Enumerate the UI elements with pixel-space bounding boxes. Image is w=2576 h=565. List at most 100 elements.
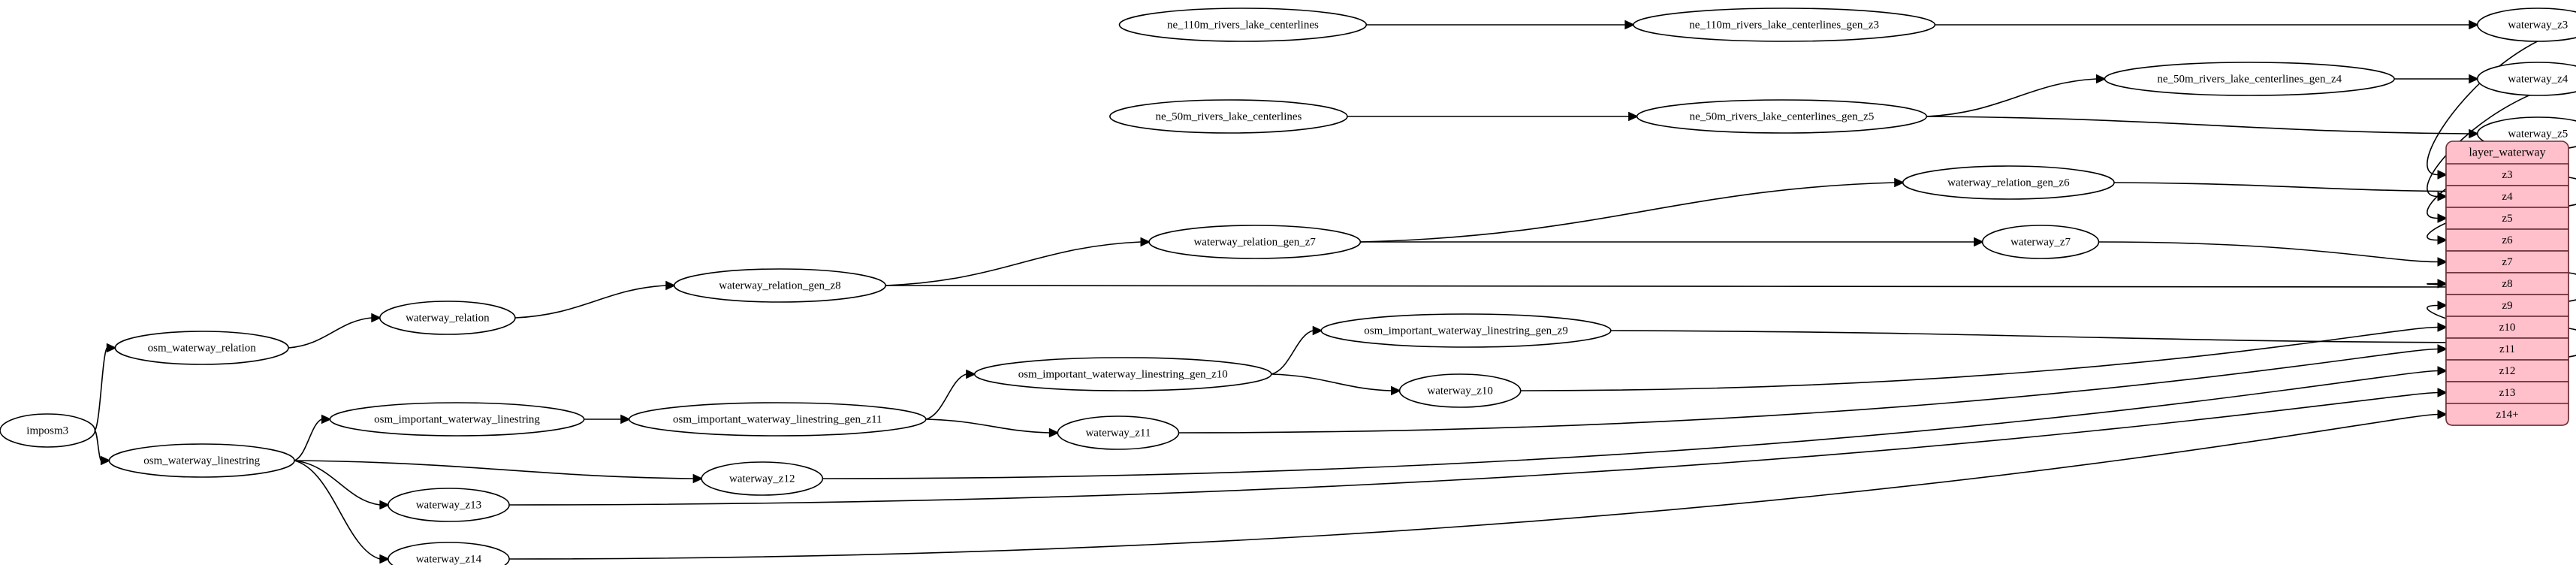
node-ne_50m_rivers_lake_centerlines_gen_z4[interactable]: ne_50m_rivers_lake_centerlines_gen_z4 [2104, 62, 2395, 96]
arrowhead-icon [2437, 301, 2448, 310]
node-label: osm_waterway_relation [148, 342, 257, 354]
node-shape [0, 413, 96, 448]
nodes-layer: imposm3 osm_waterway_relation osm_waterway… [0, 8, 2576, 565]
node-shape [673, 268, 886, 303]
arrowhead-icon [379, 500, 391, 510]
node-waterway_z10[interactable]: waterway_z10 [1398, 373, 1522, 408]
table-row-z13[interactable]: z13 [2445, 381, 2569, 404]
node-label: waterway_relation_gen_z8 [719, 279, 840, 292]
node-osm_waterway_relation[interactable]: osm_waterway_relation [114, 331, 289, 365]
table-row-z3[interactable]: z3 [2445, 163, 2569, 186]
edge-imposm3-to-osm_waterway_linestring [94, 430, 102, 461]
node-waterway_z12[interactable]: waterway_z12 [701, 461, 824, 496]
table-row-z5[interactable]: z5 [2445, 207, 2569, 230]
node-imposm3[interactable]: imposm3 [0, 413, 96, 448]
edge-ne_50m_rivers_lake_centerlines_gen_z5-to-ne_50m_rivers_lake_centerlines_gen_z4 [1926, 78, 2097, 117]
node-shape [114, 331, 289, 365]
arrowhead-icon [2095, 74, 2107, 84]
edge-osm_waterway_relation-to-waterway_relation [288, 317, 372, 349]
arrowhead-icon [2437, 235, 2448, 245]
node-shape [329, 402, 585, 437]
table-row-z6[interactable]: z6 [2445, 228, 2569, 252]
node-osm_important_waterway_linestring_gen_z11[interactable]: osm_important_waterway_linestring_gen_z1… [628, 402, 927, 437]
node-waterway_relation_gen_z7[interactable]: waterway_relation_gen_z7 [1148, 225, 1362, 259]
table-row-z12[interactable]: z12 [2445, 359, 2569, 382]
node-shape [973, 357, 1272, 391]
node-label: ne_50m_rivers_lake_centerlines_gen_z5 [1690, 110, 1875, 122]
table-row-label: z4 [2502, 191, 2513, 203]
edge-osm_waterway_linestring-to-waterway_z13 [294, 460, 380, 506]
table-row-z9[interactable]: z9 [2445, 294, 2569, 317]
arrowhead-icon [665, 280, 676, 291]
arrowhead-icon [1624, 20, 1636, 30]
table-row-z4[interactable]: z4 [2445, 185, 2569, 208]
node-ne_110m_rivers_lake_centerlines_gen_z3[interactable]: ne_110m_rivers_lake_centerlines_gen_z3 [1633, 8, 1936, 42]
arrowhead-icon [620, 414, 631, 425]
table-row-z10[interactable]: z10 [2445, 316, 2569, 339]
table-cell-bg [2445, 403, 2569, 426]
edge-waterway_z12-to-layer_waterway-z12 [822, 370, 2439, 479]
table-row-z11[interactable]: z11 [2445, 337, 2569, 361]
node-label: waterway_relation [406, 312, 490, 324]
arrowhead-icon [1628, 111, 1639, 122]
edge-osm_waterway_linestring-to-waterway_z12 [294, 460, 694, 479]
arrowhead-icon [371, 313, 382, 323]
node-waterway_z14[interactable]: waterway_z14 [388, 542, 510, 565]
node-label: ne_110m_rivers_lake_centerlines [1167, 19, 1319, 31]
arrowhead-icon [379, 554, 391, 564]
node-osm_important_waterway_linestring_gen_z9[interactable]: osm_important_waterway_linestring_gen_z9 [1320, 313, 1612, 348]
node-ne_50m_rivers_lake_centerlines_gen_z5[interactable]: ne_50m_rivers_lake_centerlines_gen_z5 [1636, 99, 1928, 134]
table-row-label: z14+ [2496, 409, 2518, 421]
node-label: waterway_z14 [416, 553, 482, 565]
arrowhead-icon [2469, 20, 2479, 30]
table-row-z8[interactable]: z8 [2445, 272, 2569, 295]
arrowhead-icon [2437, 213, 2448, 223]
edge-waterway_z14-to-layer_waterway-z14+ [509, 413, 2439, 560]
node-waterway_z11[interactable]: waterway_z11 [1057, 415, 1180, 450]
table-row-label: z7 [2502, 256, 2513, 268]
table-row-z14+[interactable]: z14+ [2445, 403, 2569, 426]
node-waterway_z4[interactable]: waterway_z4 [2476, 62, 2576, 96]
edge-waterway_relation_gen_z8-to-waterway_z8 [885, 285, 2469, 288]
node-shape [628, 402, 927, 437]
node-waterway_z13[interactable]: waterway_z13 [388, 488, 510, 522]
arrowhead-icon [2437, 366, 2448, 376]
node-label: waterway_relation_gen_z6 [1947, 177, 2070, 189]
node-label: waterway_z12 [729, 473, 795, 485]
node-shape [1320, 313, 1612, 348]
node-waterway_relation_gen_z8[interactable]: waterway_relation_gen_z8 [673, 268, 886, 303]
node-label: osm_important_waterway_linestring [374, 413, 540, 425]
node-shape [379, 301, 516, 335]
edge-waterway_z13-to-layer_waterway-z13 [509, 391, 2439, 506]
arrowhead-icon [106, 343, 117, 353]
node-label: ne_50m_rivers_lake_centerlines_gen_z4 [2157, 73, 2342, 85]
table-cell-bg [2445, 272, 2569, 295]
node-label: waterway_z3 [2508, 19, 2568, 31]
arrowhead-icon [692, 473, 704, 484]
table-row-label: z6 [2502, 234, 2513, 246]
node-osm_waterway_linestring[interactable]: osm_waterway_linestring [108, 443, 295, 478]
arrowhead-icon [2437, 170, 2448, 180]
node-label: waterway_relation_gen_z7 [1193, 236, 1316, 248]
edge-waterway_relation_gen_z7-to-waterway_relation_gen_z6 [1360, 182, 1895, 243]
arrowhead-icon [1312, 325, 1323, 336]
node-waterway_relation[interactable]: waterway_relation [379, 301, 516, 335]
table-row-label: z13 [2499, 387, 2516, 399]
node-ne_110m_rivers_lake_centerlines[interactable]: ne_110m_rivers_lake_centerlines [1118, 8, 1368, 42]
node-shape [1109, 99, 1348, 134]
node-osm_important_waterway_linestring_gen_z10[interactable]: osm_important_waterway_linestring_gen_z1… [973, 357, 1272, 391]
node-waterway_z7[interactable]: waterway_z7 [1981, 225, 2100, 259]
node-shape [1148, 225, 1362, 259]
node-waterway_z3[interactable]: waterway_z3 [2476, 8, 2576, 42]
node-waterway_relation_gen_z6[interactable]: waterway_relation_gen_z6 [1902, 165, 2115, 200]
table-cell-bg [2445, 359, 2569, 382]
table-row-z7[interactable]: z7 [2445, 250, 2569, 273]
arrowhead-icon [2437, 279, 2448, 289]
node-shape [2476, 8, 2576, 42]
table-row-label: z5 [2502, 213, 2512, 225]
node-osm_important_waterway_linestring[interactable]: osm_important_waterway_linestring [329, 402, 585, 437]
node-shape [1398, 373, 1522, 408]
edge-waterway_z10-to-layer_waterway-z10 [1520, 326, 2439, 391]
node-ne_50m_rivers_lake_centerlines[interactable]: ne_50m_rivers_lake_centerlines [1109, 99, 1348, 134]
